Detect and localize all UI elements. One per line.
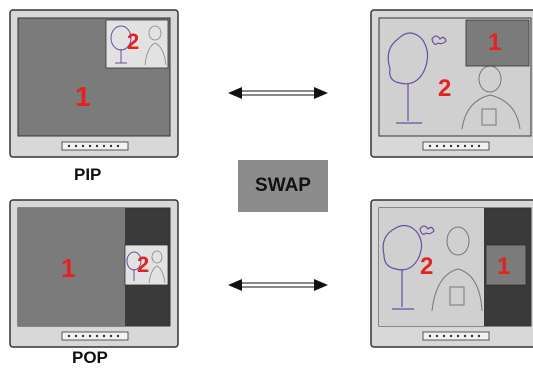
pip-caption: PIP <box>74 165 101 185</box>
monitor-pop-after: 2 1 <box>370 199 533 348</box>
pip-before-inset-number: 2 <box>127 31 139 53</box>
pop-before-main-number: 1 <box>61 255 75 281</box>
monitor-pip-before: 1 2 <box>9 9 179 158</box>
swap-label: SWAP <box>238 160 328 212</box>
monitor-pop-before: 1 2 <box>9 199 179 348</box>
double-arrow-icon <box>228 85 328 101</box>
double-arrow-icon <box>228 277 328 293</box>
pip-after-inset-number: 1 <box>488 31 501 55</box>
pop-after-inset-number: 1 <box>497 255 510 279</box>
pop-after-main-number: 2 <box>420 255 433 279</box>
pop-before-inset-number: 2 <box>137 254 149 276</box>
pop-caption: POP <box>72 348 108 368</box>
pip-before-main-number: 1 <box>75 83 91 111</box>
monitor-pip-after: 2 1 <box>370 9 533 158</box>
pip-after-main-number: 2 <box>438 77 451 101</box>
